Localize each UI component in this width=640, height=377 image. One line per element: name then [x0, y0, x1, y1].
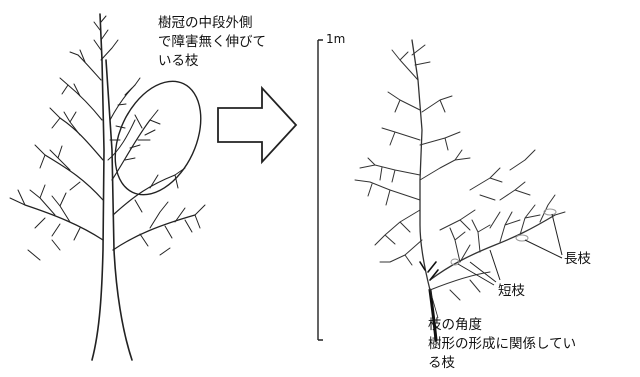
angle-label-line1: 枝の角度	[428, 317, 482, 333]
callout-text-line2: で障害無く伸びて	[158, 34, 266, 50]
scale-label: 1m	[326, 32, 346, 46]
right-tree-trunk	[428, 288, 438, 342]
callout-ellipse	[114, 80, 202, 196]
angle-pointer	[429, 289, 439, 319]
scale-bar	[317, 39, 323, 341]
callout-text-line3: いる枝	[158, 53, 199, 69]
long-branch-label: 長枝	[564, 251, 591, 267]
short-branch-marker	[450, 258, 460, 266]
left-tree	[9, 13, 206, 361]
short-branch-pointer	[457, 249, 501, 286]
callout-text-line1: 樹冠の中段外側	[158, 15, 253, 31]
left-tree-trunk	[91, 13, 105, 361]
long-branch-pointer	[524, 213, 563, 259]
short-branch-label: 短枝	[498, 283, 525, 299]
long-branch-marker-1	[515, 234, 529, 242]
angle-label-line3: る枝	[428, 355, 455, 371]
right-tree	[354, 39, 566, 342]
right-arrow	[217, 85, 298, 165]
angle-label-line2: 樹形の形成に関係してい	[428, 336, 577, 352]
long-branch-marker-2	[543, 208, 557, 216]
